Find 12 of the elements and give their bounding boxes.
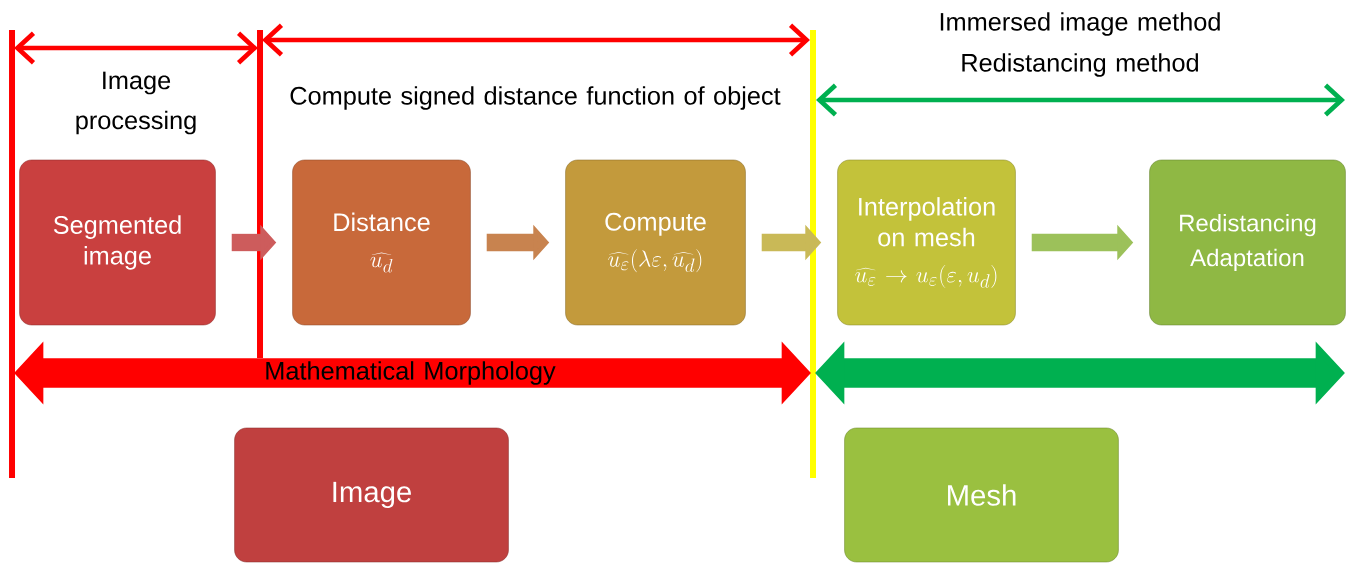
- category-box: Image: [234, 427, 509, 563]
- category-box: Mesh: [844, 427, 1119, 563]
- process-box: Compute $\widehat{u_\varepsilon}(\lambda\varepsilon,\widehat{u_d})$: [565, 159, 746, 326]
- process-box: Interpolation on mesh $\widehat{u_\varepsilon}\rightarrow u_\varepsilon(\varepsilon,u_d)$: [837, 159, 1016, 326]
- annotation-label: Immersed image method: [940, 12, 1220, 36]
- annotation-label: Compute signed distance function of object: [290, 86, 781, 110]
- annotation-label: Image processing: [76, 71, 196, 135]
- process-box: Segmented image: [19, 159, 216, 326]
- annotation-label: Mathematical Morphology: [266, 361, 556, 385]
- annotation-label: Redistancing method: [962, 53, 1198, 77]
- process-box: Distance $\widehat{u_d}$: [292, 159, 471, 326]
- process-box: Redistancing Adaptation: [1149, 159, 1346, 326]
